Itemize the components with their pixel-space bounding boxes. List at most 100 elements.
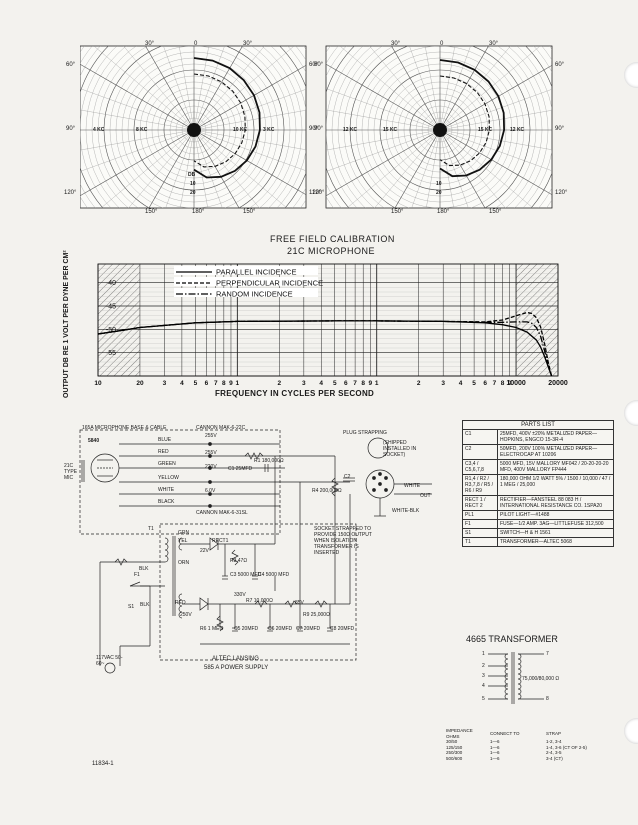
- legend-bg: [174, 277, 318, 286]
- polar-spoke: [179, 46, 195, 131]
- x-tick-label: 3: [163, 380, 167, 387]
- polar-left-angle-bottom: 150°: [145, 209, 158, 215]
- parts-ref: F1: [463, 519, 498, 529]
- x-tick-label: 9: [229, 380, 233, 387]
- x-tick-label: 8: [361, 380, 365, 387]
- polar-spoke: [439, 129, 552, 150]
- wire-label-yellow: YELLOW: [158, 475, 179, 481]
- polar-spoke: [374, 129, 441, 208]
- component-c7: C7 20MFD: [296, 626, 321, 632]
- series-line: [97, 320, 553, 377]
- polar-spoke: [193, 129, 240, 208]
- impedance-cell: 2-4, 3-5: [546, 750, 562, 755]
- polar-spoke: [100, 129, 195, 208]
- x-tick-label: 3: [441, 380, 445, 387]
- polar-spoke: [439, 46, 489, 131]
- transformer-lead-label: GRN: [178, 530, 190, 536]
- polar-spoke: [123, 46, 195, 131]
- polar-spoke: [193, 129, 223, 208]
- polar-spoke: [80, 129, 195, 197]
- polar-spoke: [80, 129, 195, 151]
- component-f1: F1: [134, 572, 140, 578]
- polar-spoke: [439, 46, 511, 131]
- polar-spoke: [128, 129, 195, 208]
- polar-left-angle-bottom: 180°: [192, 209, 205, 215]
- series-line: [97, 311, 553, 377]
- plug-strapping-title: PLUG STRAPPING: [343, 430, 387, 436]
- polar-spoke: [326, 63, 441, 131]
- polar-spoke: [193, 129, 306, 150]
- polar-spoke: [193, 129, 306, 171]
- socket-note: SOCKET STRAPPED TO PROVIDE 150Ω OUTPUT W…: [314, 526, 372, 556]
- y-tick-label: -45: [106, 304, 116, 311]
- polar-right-angle-side: 90°: [314, 126, 324, 132]
- polar-left-angle-side: 60°: [309, 62, 319, 68]
- polar-spoke: [193, 46, 265, 131]
- wire-label-black: BLACK: [158, 499, 175, 505]
- parts-desc: 50MFD, 200V 100% METALIZED PAPER—ELECTRO…: [497, 444, 613, 460]
- polar-left-angle-side: 120°: [64, 190, 77, 196]
- legend-label: PARALLEL INCIDENCE: [216, 268, 296, 277]
- chart-subtitle: 21C MICROPHONE: [287, 246, 376, 256]
- polar-spoke: [425, 46, 441, 131]
- parts-ref: S1: [463, 528, 498, 538]
- polar-right-angle-top: 30°: [489, 41, 499, 47]
- polar-right-angle-bottom: 180°: [437, 209, 450, 215]
- polar-left-freq-label: 3 KC: [263, 127, 275, 133]
- parts-ref: T1: [463, 537, 498, 546]
- y-tick-label: -50: [106, 327, 116, 334]
- white-label: WHITE: [404, 483, 421, 489]
- parts-ref: PL1: [463, 510, 498, 520]
- plug-note: (SHIPPED INSTALLED IN SOCKET): [383, 440, 417, 458]
- transformer-title: 4665 TRANSFORMER: [466, 634, 558, 644]
- transformer-pin: 7: [546, 651, 549, 657]
- polar-left-angle-bottom: 150°: [243, 209, 256, 215]
- polar-pattern-inner: [193, 73, 246, 168]
- polar-spoke: [193, 46, 243, 131]
- polar-left-freq-label: 4 KC: [93, 127, 105, 133]
- x-tick-label: 6: [344, 380, 348, 387]
- schematic-mic: 21C TYPE MIC: [64, 463, 78, 481]
- x-tick-label: 5: [333, 380, 337, 387]
- schematic-tube: 5840: [88, 438, 100, 444]
- component-c4: C4 5000 MFD: [258, 572, 290, 578]
- impedance-cell: 1—6: [490, 739, 500, 744]
- punch-hole: [624, 62, 638, 88]
- polar-spoke: [394, 129, 441, 208]
- transformer-lead-label: RED: [175, 600, 186, 606]
- polar-left-db-label: DB: [188, 172, 196, 178]
- chart-ylabel: OUTPUT DB RE 1 VOLT PER DYNE PER CM²: [63, 250, 70, 398]
- polar-right-freq-label: 12 KC: [510, 127, 525, 133]
- polar-spoke: [80, 129, 195, 172]
- transformer-pin: 2: [482, 663, 485, 669]
- polar-spoke: [163, 46, 195, 131]
- polar-spoke: [439, 46, 471, 131]
- polar-spoke: [439, 129, 534, 208]
- component-s1: S1: [128, 604, 135, 610]
- x-tick-label: 2: [277, 380, 281, 387]
- x-tick-label: 4: [459, 380, 463, 387]
- polar-left-angle-top: 0: [194, 41, 198, 47]
- voltage-label: 255V: [205, 450, 217, 456]
- polar-spoke: [193, 129, 288, 208]
- transformer-pin: 5: [482, 696, 485, 702]
- polar-spoke: [193, 89, 306, 131]
- polar-spoke: [439, 46, 541, 131]
- polar-right-angle-top: 30°: [391, 41, 401, 47]
- x-tick-label: 5: [194, 380, 198, 387]
- polar-spoke: [439, 129, 454, 208]
- polar-spoke: [193, 46, 295, 131]
- polar-right-angle-side: 120°: [555, 190, 568, 196]
- document-number: 11834-1: [92, 761, 114, 767]
